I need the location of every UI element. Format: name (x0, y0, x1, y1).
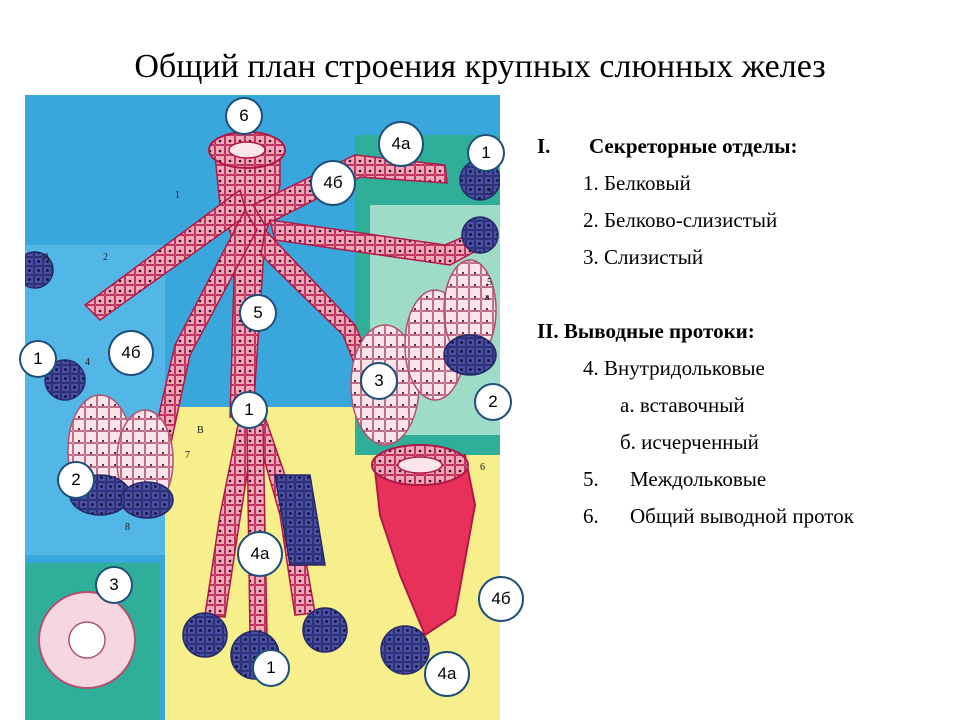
svg-text:1: 1 (175, 190, 180, 201)
svg-text:6: 6 (480, 462, 485, 473)
callout-2-left: 2 (57, 461, 95, 499)
svg-text:5: 5 (487, 277, 492, 288)
callout-4b-bottom-right: 4б (478, 576, 524, 622)
panel-letter-a: А (43, 252, 51, 263)
callout-3-right: 3 (360, 362, 398, 400)
callout-4a-bottom-right: 4а (424, 651, 470, 697)
callout-4a-top: 4а (378, 121, 424, 167)
svg-text:8: 8 (125, 522, 130, 533)
panel-letter-b: В (197, 425, 204, 436)
callout-4a-mid: 4а (237, 531, 283, 577)
callout-2-right: 2 (474, 383, 512, 421)
svg-text:2: 2 (103, 252, 108, 263)
svg-text:3: 3 (487, 187, 492, 198)
callout-4b-top: 4б (310, 160, 356, 206)
slide-title: Общий план строения крупных слюнных желе… (134, 48, 826, 85)
callout-1-left: 1 (19, 340, 57, 378)
svg-text:7: 7 (185, 450, 190, 461)
callout-6-top: 6 (225, 97, 263, 135)
callout-1-bottom: 1 (252, 649, 290, 687)
callout-3-bottom-left: 3 (95, 566, 133, 604)
callout-1-mid: 1 (230, 391, 268, 429)
svg-text:а: а (485, 292, 490, 303)
serous-duct-segment (274, 474, 326, 566)
callout-1-top-right: 1 (467, 134, 505, 172)
callout-4b-left: 4б (108, 330, 154, 376)
callout-5-mid: 5 (239, 294, 277, 332)
svg-text:4: 4 (85, 357, 90, 368)
